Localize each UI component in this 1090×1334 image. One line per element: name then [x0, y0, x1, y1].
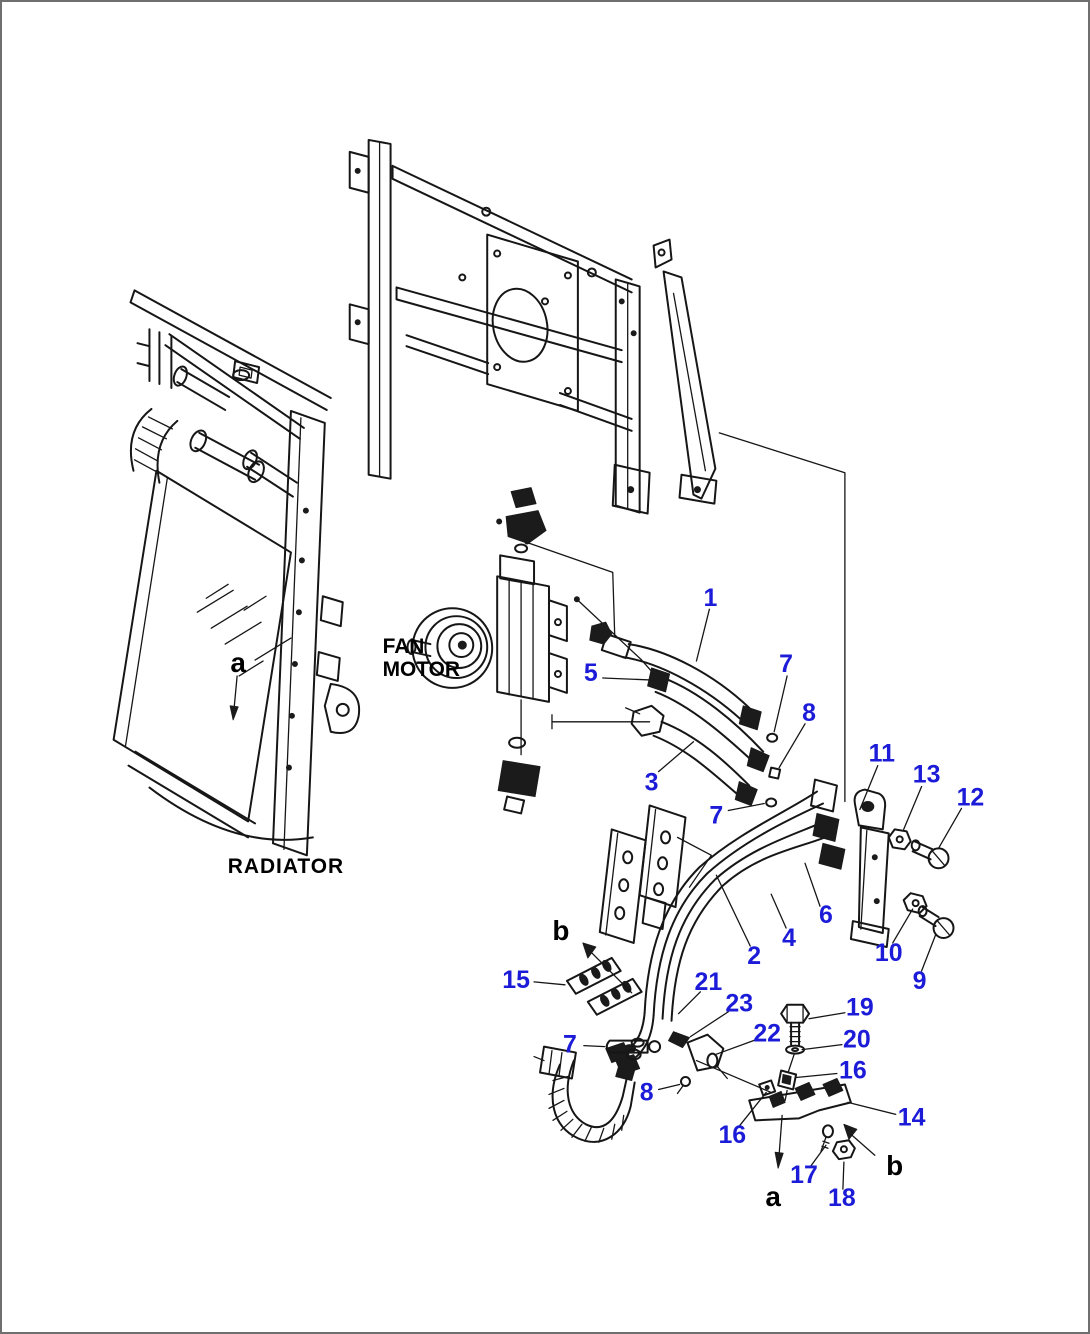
callout-1: 1 [703, 584, 717, 612]
radiator-label: RADIATOR [228, 855, 344, 878]
view-marker-b-upper: b [552, 915, 569, 946]
lower-bracket-group [748, 1003, 856, 1161]
callout-21: 21 [695, 968, 723, 996]
callout-13: 13 [913, 761, 941, 789]
callout-23: 23 [725, 990, 753, 1018]
part-name-labels: FAN MOTOR RADIATOR a b a b [228, 635, 903, 1212]
fan-motor-label-line2: MOTOR [383, 658, 460, 681]
junction-fittings-and-clamps [565, 956, 772, 1095]
callout-22: 22 [753, 1020, 781, 1048]
callout-4: 4 [782, 924, 796, 952]
support-bracket-and-bolts [849, 788, 955, 948]
callout-11: 11 [869, 740, 895, 768]
radiator-assembly [112, 289, 361, 857]
callout-5: 5 [584, 659, 598, 687]
callout-9: 9 [913, 967, 927, 995]
tube-bundle [605, 778, 846, 1075]
callout-17: 17 [790, 1161, 818, 1189]
callout-6: 6 [819, 901, 833, 929]
callout-16-right: 16 [839, 1056, 867, 1084]
callout-leader-lines [533, 608, 963, 1190]
callout-18: 18 [828, 1184, 856, 1212]
callout-7-upper: 7 [779, 650, 793, 678]
callout-16-lower: 16 [718, 1121, 746, 1149]
callout-12: 12 [957, 783, 985, 811]
fan-motor-label-line1: FAN [383, 635, 425, 658]
frame-structure [348, 138, 846, 803]
callout-14: 14 [898, 1103, 926, 1131]
callout-8-lower: 8 [640, 1078, 654, 1106]
callout-2: 2 [747, 942, 761, 970]
callout-19: 19 [846, 994, 874, 1022]
callout-7-lower: 7 [563, 1031, 577, 1059]
fan-motor-unit [406, 487, 657, 815]
view-marker-a-radiator: a [230, 647, 246, 678]
callout-8-upper: 8 [802, 699, 816, 727]
hydraulic-hoses [589, 621, 782, 808]
view-marker-a-lower: a [765, 1181, 781, 1212]
callout-labels: 1 5 3 7 8 11 13 12 7 2 4 6 10 9 15 21 23… [502, 584, 984, 1212]
clamp-plates [598, 804, 713, 944]
view-marker-b-lower: b [886, 1150, 903, 1181]
braided-hose [533, 1037, 645, 1143]
callout-15: 15 [502, 966, 530, 994]
callout-10: 10 [875, 939, 903, 967]
callout-3: 3 [645, 769, 659, 797]
callout-20: 20 [843, 1026, 871, 1054]
view-direction-arrows [229, 675, 876, 1169]
callout-7-mid: 7 [709, 801, 723, 829]
